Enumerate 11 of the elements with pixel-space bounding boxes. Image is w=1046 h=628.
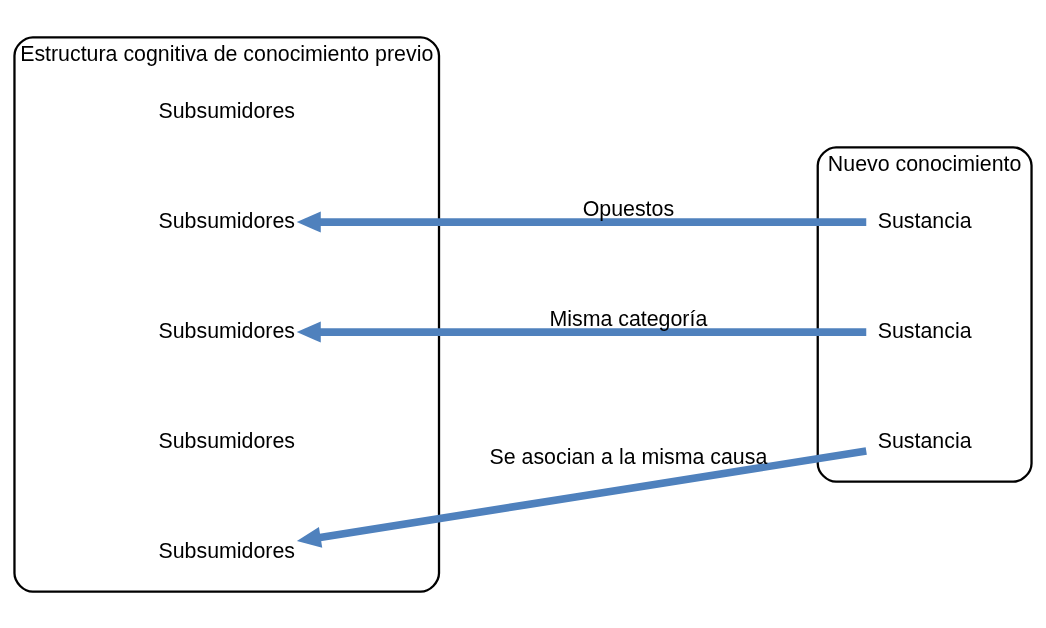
node-text: Subsumidores	[158, 538, 295, 563]
node-text: Subsumidores	[158, 318, 295, 343]
edge-label: Misma categoría	[549, 306, 708, 331]
node-text: Subsumidores	[158, 208, 295, 233]
node-text: Sustancia	[877, 428, 972, 453]
node-text: Subsumidores	[158, 428, 295, 453]
edge-label: Se asocian a la misma causa	[489, 444, 768, 469]
node-text: Sustancia	[877, 318, 972, 343]
node-text: Subsumidores	[158, 98, 295, 123]
edge-label: Opuestos	[582, 196, 675, 221]
node-text: Sustancia	[877, 208, 972, 233]
